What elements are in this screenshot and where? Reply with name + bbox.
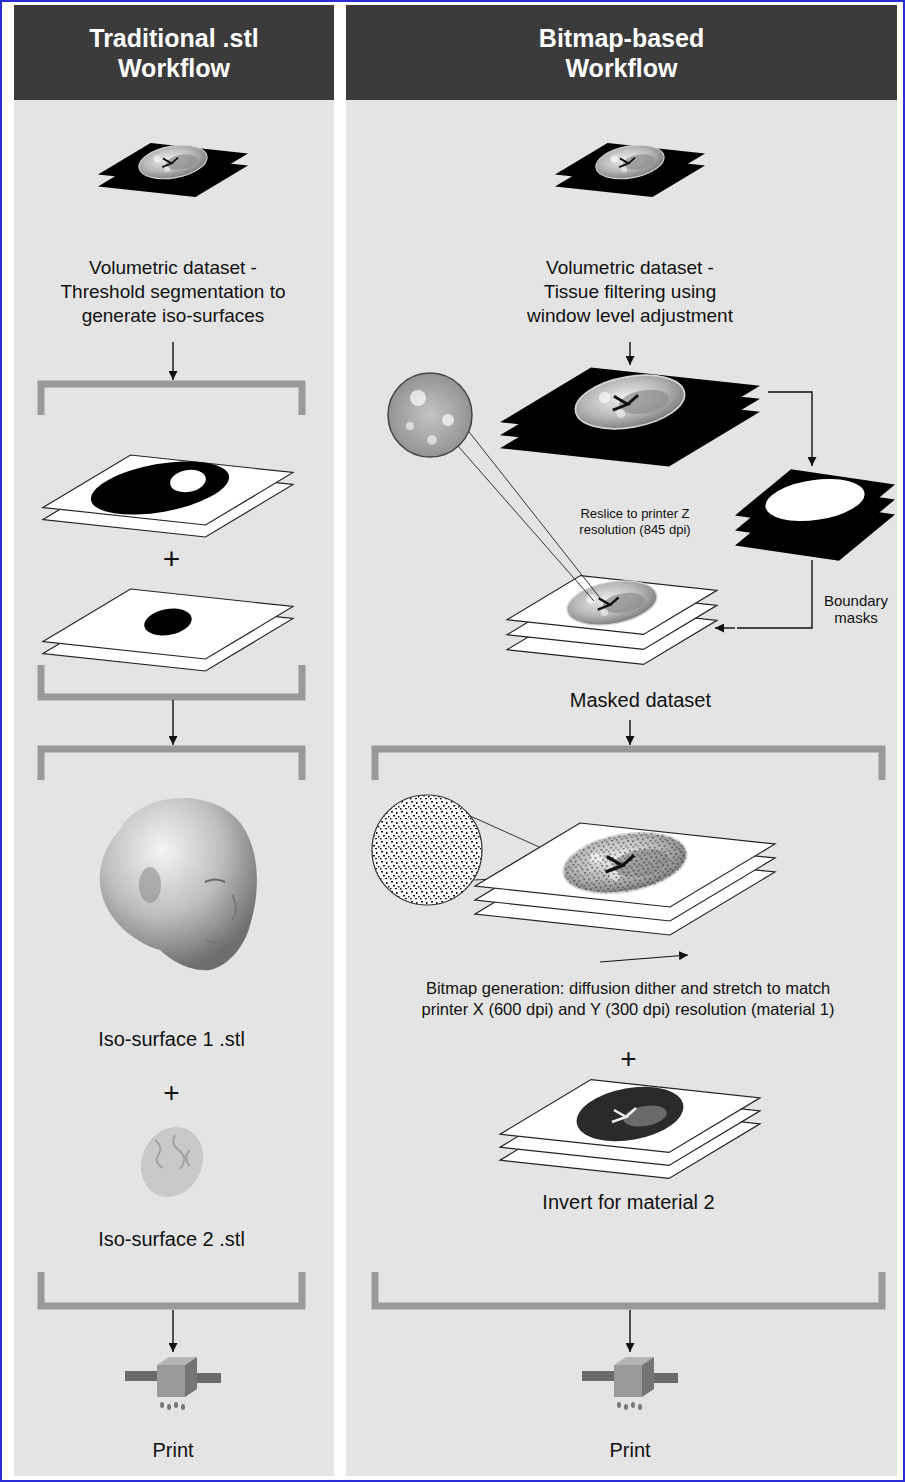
- process-step: Reslice to printer Z resolution (845 dpi…: [495, 500, 715, 720]
- head-surface: [100, 798, 257, 970]
- bracket-group: Iso-surface 1 .stl + Iso-surface 2 .stl: [38, 745, 305, 1310]
- process-step: Volumetric dataset - Threshold segmentat…: [43, 250, 303, 342]
- panel-ground: [14, 5, 334, 1476]
- workflow-panel: Bitmap-based WorkflowVolumetric dataset …: [346, 5, 897, 1476]
- bracket-group: Bitmap generation: diffusion dither and …: [372, 745, 885, 1310]
- mask-leader: [737, 560, 812, 628]
- print-step: Print: [123, 1352, 223, 1470]
- step-label: Reslice to printer Z resolution (845 dpi…: [565, 506, 705, 537]
- step-arrow: [629, 342, 630, 365]
- flow-arrow: [629, 720, 630, 745]
- step-label: +: [38, 540, 305, 578]
- step-label: Volumetric dataset - Tissue filtering us…: [520, 256, 740, 328]
- step-label: +: [372, 1041, 885, 1077]
- mask-stack: [735, 469, 895, 561]
- step-label: Print: [580, 1438, 680, 1463]
- printer-icon: [582, 1357, 678, 1410]
- panel-heading: Traditional .stl Workflow: [14, 5, 334, 100]
- step-label: Masked dataset: [515, 688, 711, 713]
- flow-arrow: [629, 1310, 630, 1352]
- brain-surface: [130, 1117, 215, 1208]
- step-label: Volumetric dataset - Threshold segmentat…: [48, 256, 298, 328]
- inverted-stack: [500, 1079, 760, 1178]
- flow-arrow: [172, 342, 173, 380]
- process-step: Volumetric dataset - Tissue filtering us…: [492, 250, 768, 455]
- flow-arrow: [172, 700, 173, 745]
- mask-step: Boundary masks: [735, 466, 897, 640]
- printer-icon: [125, 1357, 221, 1410]
- mri-stack: [98, 140, 248, 197]
- panel-ground: [346, 5, 897, 1476]
- print-step: Print: [580, 1352, 680, 1470]
- step-label: Bitmap generation: diffusion dither and …: [408, 978, 848, 1021]
- step-label: Iso-surface 2 .stl: [38, 1227, 305, 1252]
- step-label: Boundary masks: [820, 592, 892, 627]
- panel-heading: Bitmap-based Workflow: [346, 5, 897, 100]
- step-label: +: [38, 1075, 305, 1111]
- step-label: Invert for material 2: [372, 1190, 885, 1215]
- bitmap-stack: [372, 795, 775, 962]
- mri-stack: [555, 140, 705, 197]
- step-label: Iso-surface 1 .stl: [38, 1027, 305, 1052]
- step-label: Print: [123, 1438, 223, 1463]
- flow-arrow: [768, 392, 812, 466]
- flow-arrow: [715, 627, 735, 628]
- workflow-panel: Traditional .stl WorkflowVolumetric data…: [14, 5, 334, 1476]
- filtered-stack: [500, 367, 760, 466]
- bracket-group: +: [38, 380, 305, 700]
- magnifier: [388, 373, 600, 601]
- flow-arrow: [172, 1310, 173, 1352]
- masked-stack: [507, 574, 717, 664]
